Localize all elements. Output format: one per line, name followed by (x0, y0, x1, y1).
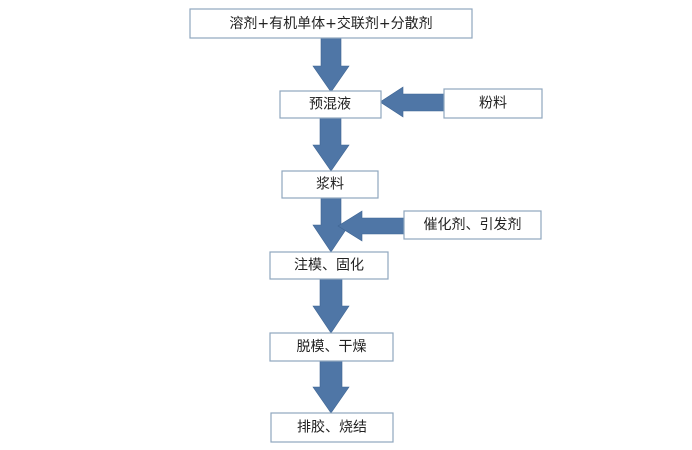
node-powder: 粉料 (443, 88, 543, 119)
node-raw-materials-label: 溶剂+有机单体+交联剂+分散剂 (229, 15, 432, 32)
arrow-casting-to-demolding (312, 276, 350, 334)
node-demolding: 脱模、干燥 (269, 332, 394, 362)
node-casting: 注模、固化 (269, 251, 389, 280)
arrow-raw-to-premix (312, 37, 350, 93)
node-casting-label: 注模、固化 (294, 258, 364, 274)
node-slurry-label: 浆料 (316, 177, 344, 193)
node-debinding-label: 排胶、烧结 (297, 419, 367, 436)
node-catalyst: 催化剂、引发剂 (403, 210, 542, 240)
arrow-powder-to-premix (379, 86, 445, 118)
arrow-catalyst-to-line (337, 210, 405, 242)
arrow-premix-to-slurry (312, 115, 350, 172)
node-premix: 预混液 (279, 90, 382, 119)
node-catalyst-label: 催化剂、引发剂 (424, 217, 522, 233)
node-powder-label: 粉料 (479, 96, 507, 112)
arrow-demolding-to-debinding (312, 358, 350, 414)
arrow-slurry-to-casting (312, 196, 350, 253)
node-slurry: 浆料 (281, 170, 379, 199)
node-demolding-label: 脱模、干燥 (297, 339, 367, 355)
node-premix-label: 预混液 (309, 97, 351, 113)
node-raw-materials: 溶剂+有机单体+交联剂+分散剂 (189, 8, 473, 39)
node-debinding: 排胶、烧结 (270, 412, 394, 443)
